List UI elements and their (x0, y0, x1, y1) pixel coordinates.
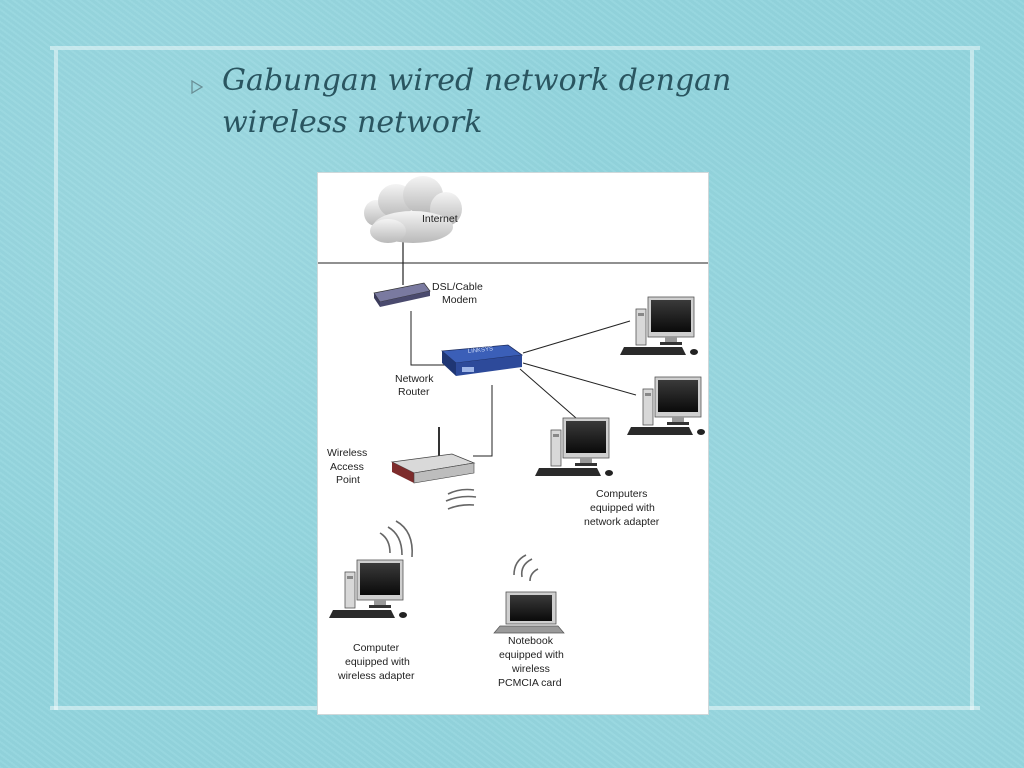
wired-computers-label: Computers equipped with network adapter (584, 488, 660, 528)
router-icon: LINKSYS (441, 344, 524, 376)
slide-title: Gabungan wired network dengan wireless n… (222, 60, 862, 144)
notebook-icon (493, 591, 565, 634)
frame-right-line (970, 50, 974, 710)
title-line-1: Gabungan wired network dengan (222, 63, 732, 98)
internet-cloud-icon (364, 176, 462, 243)
internet-label: Internet (422, 213, 458, 225)
notebook-label: Notebook equipped with wireless PCMCIA c… (498, 635, 567, 689)
router-ap-cable (473, 385, 493, 457)
frame-left-line (54, 50, 58, 710)
ap-wifi-waves-icon (445, 488, 477, 510)
network-diagram: Internet DSL/Cable Modem LINKSYS Network… (317, 172, 709, 715)
wireless-computer (328, 559, 408, 619)
title-line-2: wireless network (222, 105, 483, 140)
router-pc1-cable (522, 320, 631, 354)
wired-computer-2 (626, 376, 706, 436)
frame-top-line (50, 46, 980, 50)
pc-wifi-waves-icon (379, 520, 413, 558)
bullet-triangle-icon (191, 80, 204, 94)
wired-computer-1 (619, 296, 699, 356)
modem-router-cable (410, 311, 446, 366)
wired-computer-3 (534, 417, 614, 477)
modem-label: DSL/Cable Modem (432, 281, 486, 306)
router-label: Network Router (395, 373, 436, 398)
wireless-computer-label: Computer equipped with wireless adapter (337, 642, 415, 682)
router-pc2-cable (522, 362, 637, 396)
router-pc3-cable (519, 368, 577, 419)
notebook-wifi-waves-icon (513, 554, 539, 582)
modem-icon (373, 282, 431, 307)
svg-text:LINKSYS: LINKSYS (468, 346, 494, 355)
access-point-label: Wireless Access Point (327, 447, 370, 486)
access-point-icon (390, 427, 476, 484)
